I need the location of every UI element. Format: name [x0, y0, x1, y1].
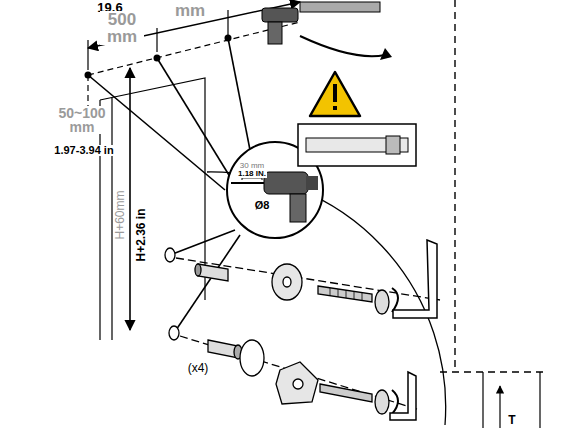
dimension-label: 1.18 IN. — [237, 170, 267, 178]
dimension-label: mm — [174, 2, 206, 19]
dimension-label: Ø8 — [254, 200, 271, 211]
dimension-label: 50~100 mm — [56, 106, 108, 134]
dimension-label: T — [507, 414, 516, 426]
dimension-label: 30 mm — [239, 162, 265, 170]
dimension-label: H+60mm — [114, 189, 126, 240]
dimension-label: 1.97-3.94 in — [53, 145, 114, 156]
dimension-label: 500 mm — [100, 11, 144, 45]
dimension-label: H+2.36 in — [135, 207, 147, 262]
dimension-label: (x4) — [187, 362, 210, 374]
